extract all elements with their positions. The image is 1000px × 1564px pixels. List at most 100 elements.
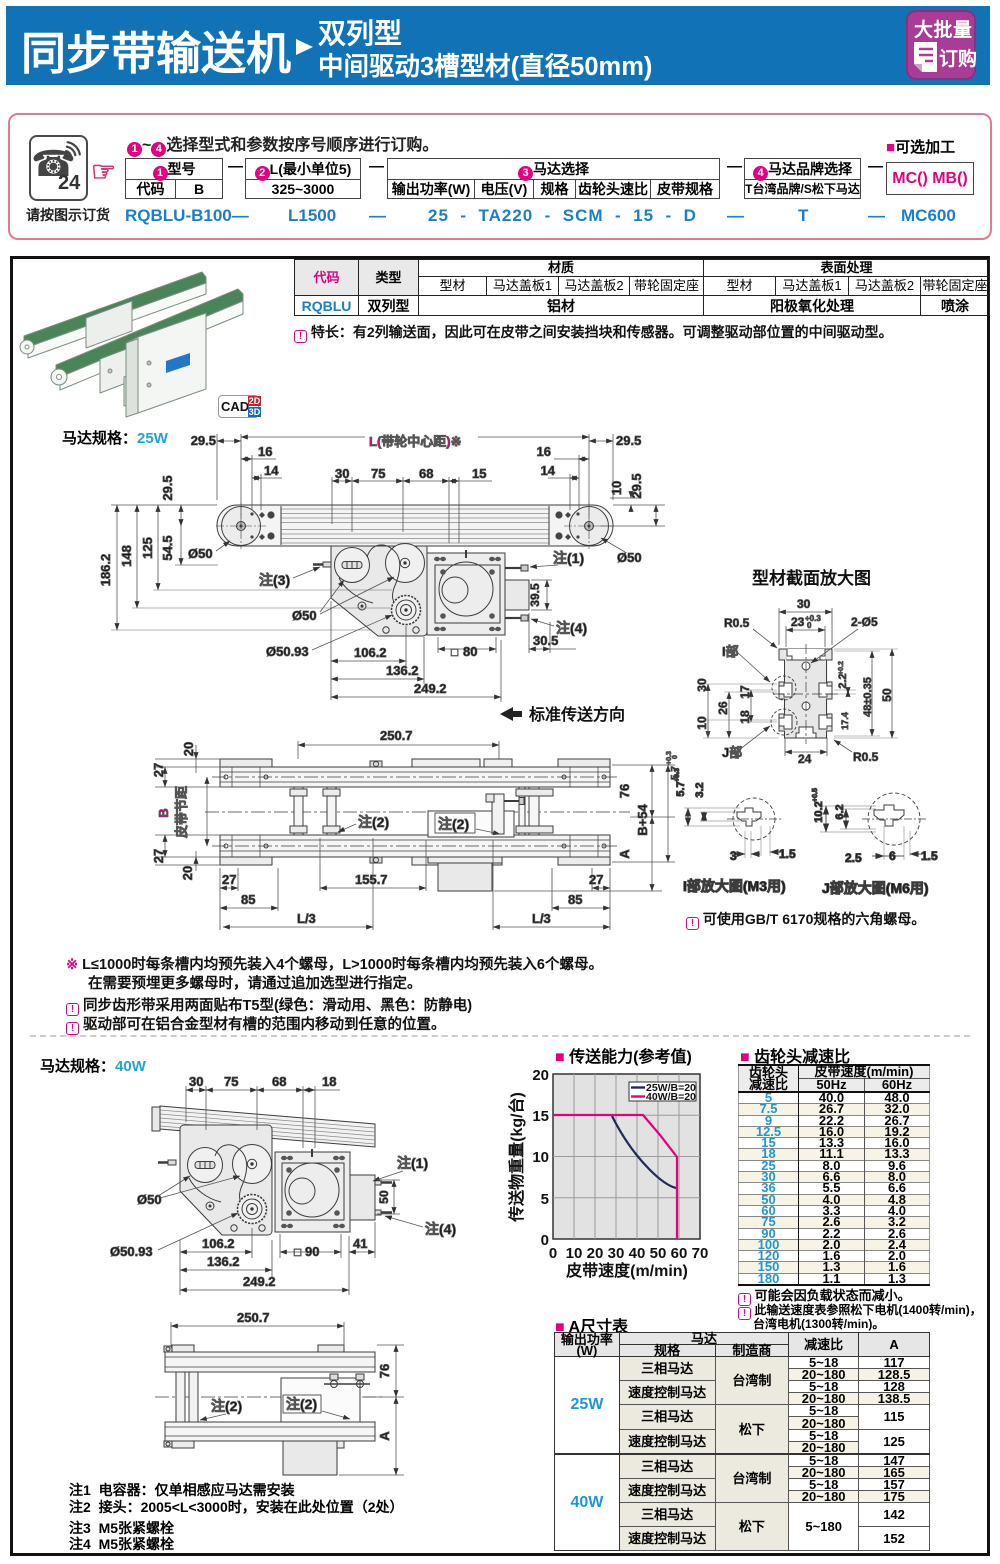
svg-text:27: 27: [151, 763, 166, 777]
svg-text:+0.5: +0.5: [812, 788, 819, 802]
svg-text:29.5: 29.5: [160, 475, 175, 500]
svg-text:25W/B=20: 25W/B=20: [646, 1082, 696, 1094]
svg-text:1.5: 1.5: [779, 847, 796, 861]
svg-text:76: 76: [617, 784, 632, 798]
svg-text:I部放大图(M3用): I部放大图(M3用): [683, 878, 786, 894]
svg-text:24: 24: [798, 752, 812, 766]
svg-text:2.2: 2.2: [837, 673, 849, 688]
svg-text:68: 68: [419, 466, 433, 481]
svg-text:20: 20: [180, 866, 195, 880]
svg-text:注(4): 注(4): [425, 1221, 456, 1237]
svg-text:R0.5: R0.5: [853, 750, 879, 764]
svg-text:标准传送方向: 标准传送方向: [528, 705, 625, 724]
svg-text:10: 10: [695, 716, 709, 730]
svg-text:Ø50.93: Ø50.93: [266, 644, 309, 659]
svg-text:0: 0: [549, 1245, 557, 1262]
svg-text:16: 16: [258, 444, 272, 459]
svg-text:3: 3: [730, 849, 737, 863]
svg-text:30: 30: [695, 678, 709, 692]
svg-text:125: 125: [140, 537, 155, 559]
svg-text:20: 20: [587, 1245, 604, 1262]
svg-text:注(2): 注(2): [438, 816, 469, 832]
svg-text:0: 0: [672, 755, 679, 759]
svg-text:148: 148: [119, 545, 134, 567]
svg-text:30.5: 30.5: [533, 633, 558, 648]
svg-text:B: B: [156, 808, 171, 817]
svg-text:L(带轮中心距)※: L(带轮中心距)※: [369, 434, 462, 449]
svg-text:27: 27: [222, 872, 236, 887]
svg-text:250.7: 250.7: [237, 1310, 270, 1325]
svg-text:L/3: L/3: [532, 911, 551, 926]
svg-text:106.2: 106.2: [202, 1236, 235, 1251]
svg-text:27: 27: [151, 849, 166, 863]
svg-text:30: 30: [608, 1245, 625, 1262]
svg-text:Ø50: Ø50: [137, 1192, 162, 1207]
svg-text:+0.3: +0.3: [805, 614, 821, 623]
svg-text:68: 68: [272, 1074, 286, 1089]
svg-text:皮带节距: 皮带节距: [174, 786, 189, 839]
svg-text:40W/B=20: 40W/B=20: [646, 1091, 696, 1103]
svg-text:29.5: 29.5: [191, 433, 216, 448]
svg-text:30: 30: [189, 1074, 203, 1089]
svg-text:23: 23: [791, 615, 805, 629]
svg-text:70: 70: [692, 1245, 709, 1262]
svg-text:10: 10: [566, 1245, 583, 1262]
svg-text:+0.3: +0.3: [666, 751, 673, 765]
svg-text:29.5: 29.5: [616, 433, 641, 448]
svg-text:136.2: 136.2: [386, 663, 419, 678]
svg-text:注(3): 注(3): [259, 572, 290, 588]
svg-text:17: 17: [738, 685, 752, 699]
svg-text:20: 20: [532, 1067, 549, 1084]
svg-text:14: 14: [264, 463, 279, 478]
svg-text:2-Ø5: 2-Ø5: [851, 615, 878, 629]
svg-text:249.2: 249.2: [414, 681, 447, 696]
svg-text:R0.5: R0.5: [724, 616, 750, 630]
svg-text:85: 85: [241, 892, 255, 907]
svg-text:106.2: 106.2: [354, 645, 387, 660]
svg-text:6.2: 6.2: [834, 804, 846, 819]
svg-text:186.2: 186.2: [98, 554, 113, 587]
svg-text:Ø50: Ø50: [292, 608, 317, 623]
svg-text:85: 85: [568, 892, 582, 907]
svg-text:10.2: 10.2: [813, 801, 825, 822]
svg-text:14: 14: [541, 463, 556, 478]
svg-text:6: 6: [889, 849, 896, 863]
svg-text:10: 10: [609, 481, 624, 495]
svg-text:40: 40: [629, 1245, 646, 1262]
svg-text:18: 18: [322, 1074, 336, 1089]
svg-text:3.2: 3.2: [694, 782, 706, 797]
svg-text:1.5: 1.5: [921, 849, 938, 863]
svg-text:A: A: [377, 1431, 392, 1441]
svg-text:75: 75: [371, 466, 385, 481]
svg-text:注(1): 注(1): [553, 550, 584, 566]
svg-text:90: 90: [305, 1244, 319, 1259]
svg-text:Ø50: Ø50: [617, 550, 642, 565]
svg-text:0: 0: [541, 1232, 549, 1249]
svg-text:注(4): 注(4): [556, 620, 587, 636]
svg-text:18: 18: [738, 710, 752, 724]
svg-text:+0.2: +0.2: [838, 661, 845, 675]
svg-text:I部: I部: [722, 644, 739, 659]
svg-text:17.4: 17.4: [840, 712, 850, 730]
svg-text:注(2): 注(2): [211, 1398, 242, 1414]
svg-text:传送物重量(kg/台): 传送物重量(kg/台): [507, 1092, 526, 1223]
svg-text:27: 27: [589, 872, 603, 887]
svg-text:30: 30: [797, 597, 811, 611]
svg-text:50: 50: [880, 688, 894, 702]
svg-text:15: 15: [532, 1108, 549, 1125]
svg-text:76: 76: [377, 1364, 392, 1378]
svg-text:J部: J部: [722, 745, 742, 760]
svg-text:5.7: 5.7: [675, 781, 687, 796]
svg-text:型材截面放大图: 型材截面放大图: [752, 568, 871, 588]
svg-text:155.7: 155.7: [355, 872, 388, 887]
svg-text:注(2): 注(2): [358, 814, 389, 830]
svg-text:A: A: [617, 849, 632, 859]
svg-text:J部放大图(M6用): J部放大图(M6用): [822, 880, 929, 896]
svg-text:Ø50: Ø50: [188, 546, 213, 561]
svg-text:249.2: 249.2: [243, 1274, 276, 1289]
svg-text:0: 0: [807, 621, 812, 630]
svg-text:B+54: B+54: [635, 804, 650, 836]
svg-text:+0.3: +0.3: [674, 768, 681, 782]
svg-text:注(2): 注(2): [286, 1396, 317, 1412]
svg-text:10: 10: [532, 1149, 549, 1166]
